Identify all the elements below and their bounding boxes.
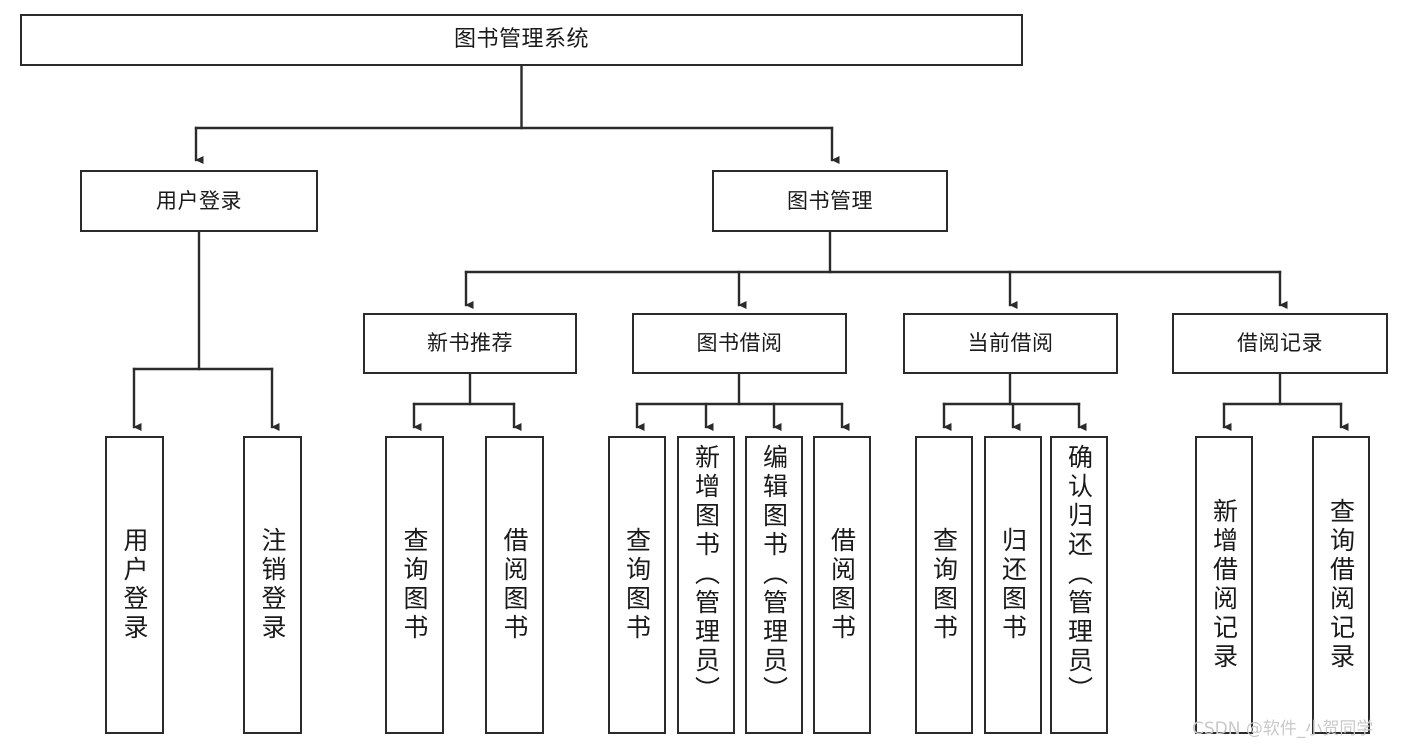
- leaf-edit-book-admin[interactable]: 编辑图书（管理员）: [745, 436, 803, 734]
- node-label: 注销登录: [258, 527, 287, 643]
- leaf-new-book-query-book[interactable]: 查询图书: [385, 436, 444, 734]
- leaf-logout[interactable]: 注销登录: [243, 436, 302, 734]
- leaf-user-login[interactable]: 用户登录: [105, 436, 164, 734]
- node-label: 确认归还（管理员）: [1064, 444, 1094, 705]
- node-current-borrow[interactable]: 当前借阅: [903, 313, 1118, 374]
- node-label: 图书借阅: [696, 331, 783, 356]
- leaf-borrow-query-book[interactable]: 查询图书: [608, 436, 666, 734]
- node-label: 用户登录: [156, 188, 242, 213]
- leaf-add-book-admin[interactable]: 新增图书（管理员）: [677, 436, 735, 734]
- node-label: 归还图书: [998, 527, 1028, 643]
- node-root-book-management-system[interactable]: 图书管理系统: [20, 14, 1023, 66]
- leaf-confirm-return-admin[interactable]: 确认归还（管理员）: [1050, 436, 1108, 734]
- node-borrow-record[interactable]: 借阅记录: [1172, 313, 1388, 374]
- node-label: 当前借阅: [967, 331, 1054, 356]
- node-label: 编辑图书（管理员）: [759, 444, 789, 705]
- node-label: 查询图书: [929, 527, 959, 643]
- node-user-login[interactable]: 用户登录: [80, 170, 318, 232]
- csdn-watermark: CSDN @软件_小贺同学: [1192, 719, 1374, 739]
- node-label: 图书管理系统: [453, 27, 589, 53]
- node-label: 新增图书（管理员）: [691, 444, 721, 705]
- node-book-management[interactable]: 图书管理: [712, 170, 948, 232]
- node-label: 新书推荐: [427, 331, 513, 356]
- node-book-borrow[interactable]: 图书借阅: [632, 313, 847, 374]
- leaf-return-book[interactable]: 归还图书: [984, 436, 1042, 734]
- leaf-current-query-book[interactable]: 查询图书: [915, 436, 973, 734]
- node-label: 查询图书: [400, 527, 429, 643]
- node-label: 用户登录: [120, 527, 149, 643]
- leaf-new-book-borrow-book[interactable]: 借阅图书: [485, 436, 544, 734]
- node-new-book-recommend[interactable]: 新书推荐: [363, 313, 577, 374]
- node-label: 图书管理: [787, 188, 873, 213]
- node-label: 借阅记录: [1237, 331, 1323, 356]
- node-label: 查询借阅记录: [1326, 498, 1356, 672]
- node-label: 新增借阅记录: [1209, 498, 1239, 672]
- node-label: 查询图书: [622, 527, 652, 643]
- leaf-add-borrow-record[interactable]: 新增借阅记录: [1195, 436, 1253, 734]
- leaf-borrow-book[interactable]: 借阅图书: [813, 436, 871, 734]
- leaf-query-borrow-record[interactable]: 查询借阅记录: [1312, 436, 1370, 734]
- node-label: 借阅图书: [500, 527, 529, 643]
- node-label: 借阅图书: [827, 527, 857, 643]
